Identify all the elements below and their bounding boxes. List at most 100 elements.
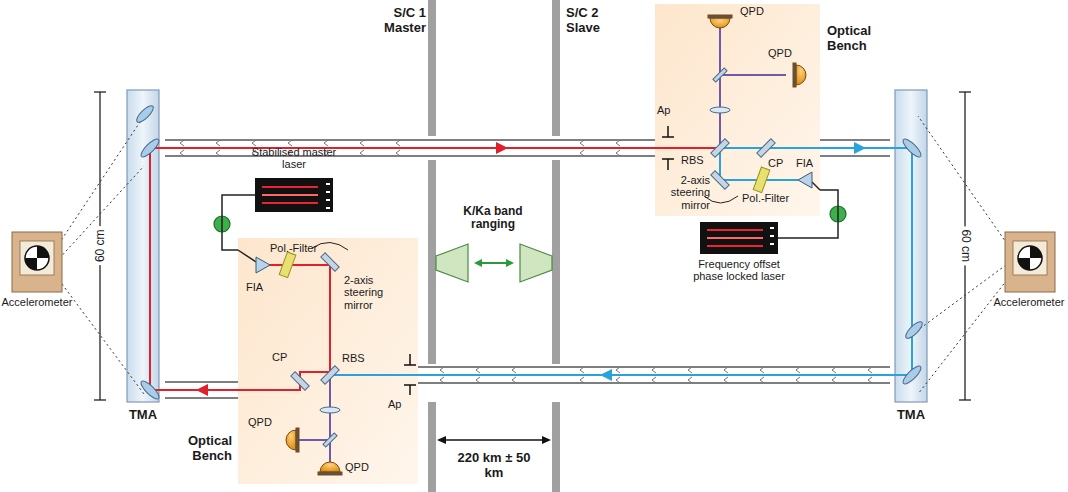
node-label: Accelerometer: [992, 296, 1066, 308]
polarisation-filter: [279, 167, 770, 278]
qpd: [286, 430, 296, 450]
optic: [321, 253, 339, 271]
tube-chevrons: [580, 377, 584, 383]
optic: [711, 171, 729, 189]
laser-beam: [854, 142, 866, 154]
tube-chevrons: [688, 367, 692, 373]
optic: [713, 68, 727, 82]
fiber: [238, 250, 256, 262]
steering-arrow: [312, 196, 738, 250]
qpd: [318, 472, 342, 475]
tube-chevrons: [796, 377, 800, 383]
part-label: QPD: [345, 461, 369, 473]
optic: [711, 139, 729, 157]
dimension-bracket: [94, 91, 106, 92]
fiber: [812, 182, 820, 190]
qpd: [286, 15, 806, 475]
part-label: Pol.-Filter: [742, 192, 789, 204]
tube-chevrons: [360, 140, 364, 146]
beam-tube: [165, 155, 655, 157]
part-label: S/C 2 Slave: [566, 6, 618, 35]
tube-chevrons: [476, 367, 480, 373]
laser-source: [255, 178, 333, 212]
mirror: [139, 137, 162, 160]
part-label: CP: [768, 157, 783, 169]
laser-box: Stabilised master laser: [255, 178, 333, 212]
qpd: [296, 428, 299, 452]
part-label: S/C 1 Master: [374, 6, 426, 35]
laser-source: [770, 227, 774, 229]
beam-tube: [165, 397, 238, 399]
laser-source: [707, 237, 763, 239]
accelerometer-icon: [25, 246, 49, 270]
tube-chevrons: [288, 140, 292, 146]
aperture: [409, 354, 411, 365]
aperture: [409, 385, 411, 395]
mirror: [139, 379, 162, 402]
leader-dotted: [918, 276, 1010, 394]
tube-chevrons: [360, 150, 364, 156]
part-label: QPD: [248, 416, 272, 428]
tube-chevrons: [616, 367, 620, 373]
ranging-arrow: [480, 262, 508, 264]
mirror: [134, 103, 155, 124]
optical-bench: Optical Bench: [238, 238, 418, 484]
beam-tube: [820, 155, 890, 157]
tma-bar: [127, 90, 159, 402]
tube-chevrons: [440, 377, 444, 383]
part-label: Ap: [657, 104, 670, 116]
qpd: [710, 18, 730, 28]
optic: [323, 433, 337, 447]
tube-chevrons: [216, 140, 220, 146]
leader-dotted: [56, 116, 1010, 394]
mirror: [901, 137, 924, 160]
laser-source: [700, 222, 778, 254]
bench-plate: [655, 4, 820, 216]
spacecraft-wall: [428, 402, 436, 492]
node-label: Optical Bench: [178, 434, 232, 463]
tube-chevrons: [868, 377, 872, 383]
dimension-bracket: [959, 399, 971, 400]
tube-chevrons: [760, 367, 764, 373]
tube-chevrons: [616, 150, 620, 156]
bench-plate: [238, 238, 418, 484]
aperture: [404, 364, 416, 366]
lens: [320, 407, 340, 413]
accelerometer-icon: [12, 232, 1055, 292]
tube-chevrons: [580, 140, 584, 146]
beam-tube: [820, 139, 890, 141]
part-label: QPD: [768, 47, 792, 59]
fiber-injector: [798, 172, 812, 188]
laser-source: [770, 235, 774, 237]
ranging-arrow: [474, 259, 482, 267]
laser-beam: [196, 384, 208, 396]
tube-chevrons: [216, 150, 220, 156]
antenna: [520, 244, 552, 282]
laser-box: Frequency offset phase locked laser: [700, 222, 778, 254]
tube-chevrons: [832, 367, 836, 373]
beam-tube: [418, 382, 890, 384]
optic: [291, 68, 775, 447]
mirror: [901, 364, 924, 387]
fiber: [238, 182, 820, 262]
distance-arrow: [542, 436, 551, 444]
accelerometer-box: Accelerometer: [12, 232, 62, 292]
distance-arrow: [437, 436, 551, 444]
tube-chevrons: [724, 367, 728, 373]
polarisation-filter: [279, 252, 296, 278]
laser-source: [326, 191, 330, 193]
beam-tube: [165, 139, 655, 141]
distance-arrow: [437, 436, 446, 444]
part-label: 2-axis steering mirror: [344, 274, 400, 311]
part-label: QPD: [740, 5, 764, 17]
lens: [320, 107, 730, 413]
optic: [757, 139, 775, 157]
optic: [291, 372, 309, 390]
fiber-injector: [256, 172, 812, 273]
tma-bar: TMA: [895, 90, 927, 402]
part-label: FIA: [796, 157, 813, 169]
qpd: [793, 63, 796, 87]
accelerometer-icon: [12, 232, 62, 292]
laser-beam: [150, 148, 716, 390]
